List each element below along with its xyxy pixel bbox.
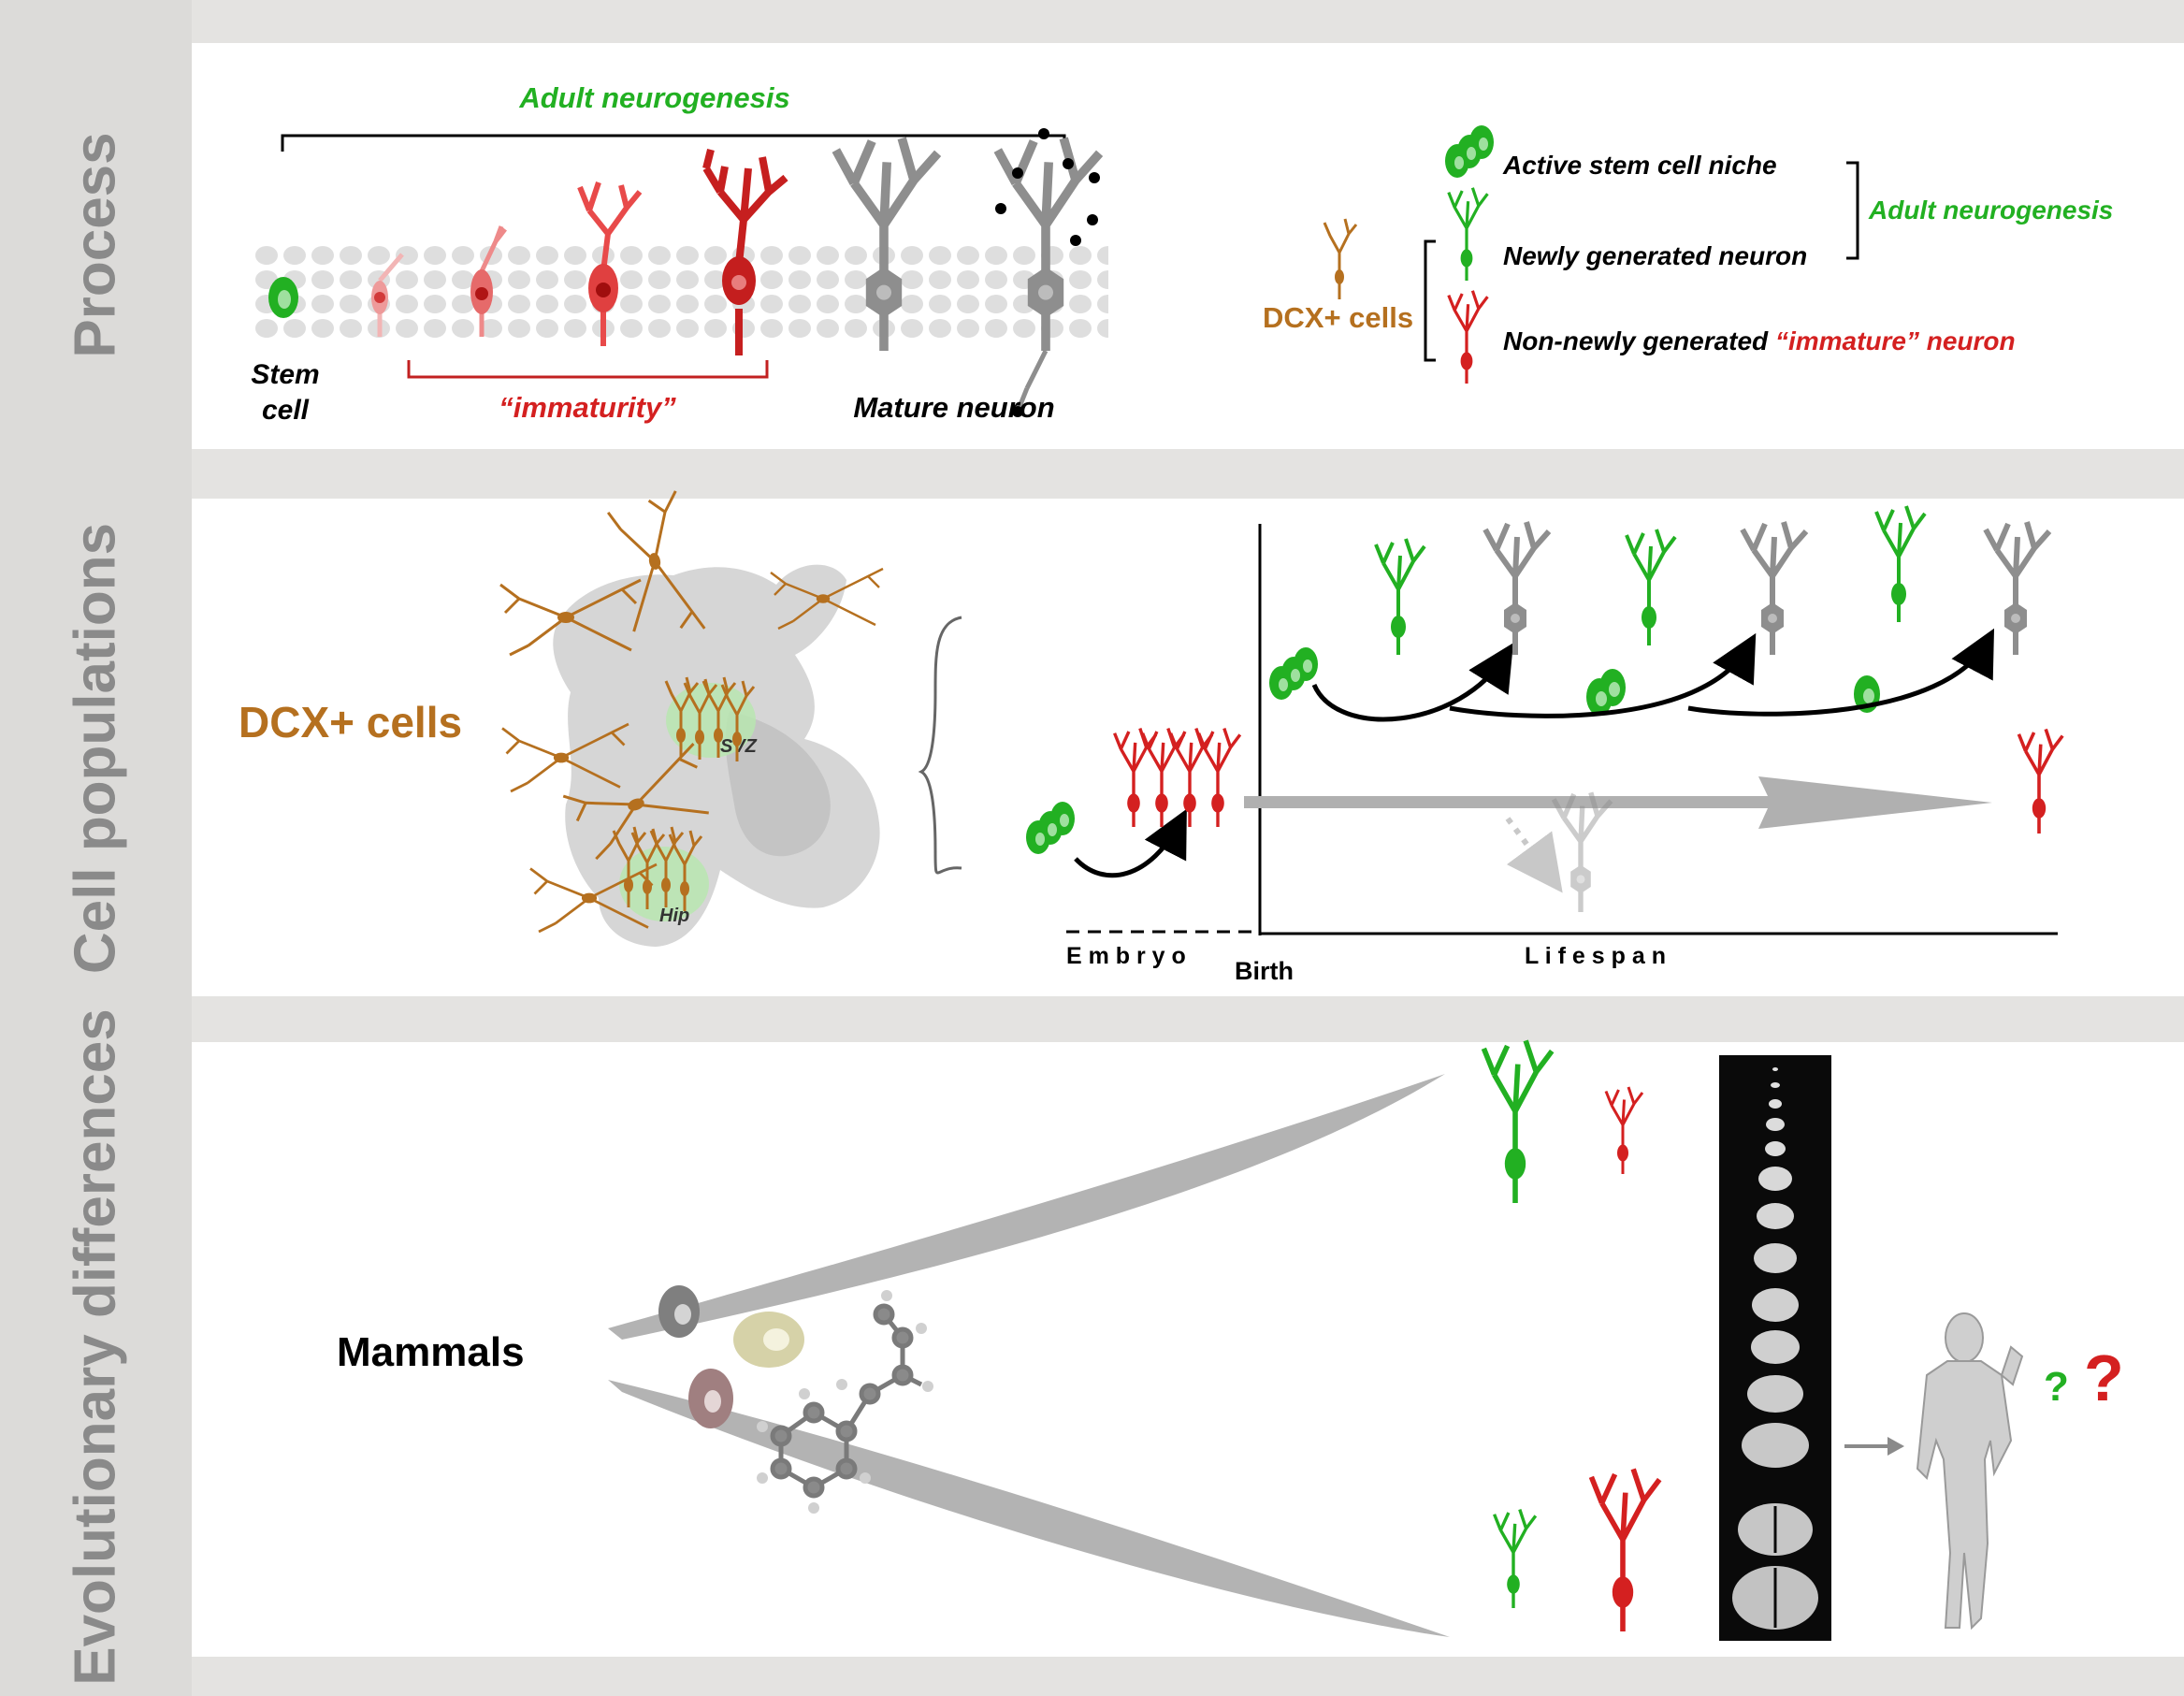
legend-green-neuron-icon	[1447, 186, 1490, 283]
legend-dcx-cells: DCX+ cells	[1263, 301, 1413, 334]
process-legend: Active stem cell niche Newly generated n…	[1263, 125, 2113, 385]
adult-neurogenesis-title: Adult neurogenesis	[518, 81, 789, 114]
late-immature-neuron	[2017, 727, 2064, 835]
mature-neuron-2	[1743, 522, 1806, 655]
legend-brown-neuron-icon	[1323, 217, 1358, 301]
hip-label: Hip	[659, 906, 689, 926]
arrow-to-human	[1844, 1437, 1904, 1456]
human-statue	[1916, 1312, 2024, 1631]
grouping-brace	[918, 616, 962, 875]
immature-neuron-stage-1	[371, 253, 404, 337]
immaturity-bracket	[407, 360, 769, 379]
legend-dcx-bracket	[1424, 239, 1436, 362]
process-diagram: Adult neurogenesis	[251, 81, 2113, 426]
adult-niche-1	[1269, 647, 1318, 700]
mammal-cell-mauve	[688, 1369, 733, 1428]
brain-series-strip	[1719, 1055, 1831, 1641]
upper-green-neuron	[1483, 1040, 1552, 1203]
stem-cell-label-2: cell	[262, 395, 310, 426]
neurogenesis-arrow-2	[1449, 632, 1757, 718]
embryo-generation-arrow	[1074, 808, 1187, 878]
lower-divergence-branch	[608, 1380, 1450, 1637]
mammal-cell-grey	[658, 1285, 700, 1338]
immaturity-label: “immaturity”	[499, 391, 676, 424]
mammal-cell-olive	[733, 1312, 804, 1368]
embryo-stem-niche	[1026, 802, 1075, 854]
new-neuron-1	[1374, 537, 1426, 657]
neurogenesis-arrow-1	[1311, 643, 1513, 722]
new-neuron-2	[1625, 528, 1677, 647]
legend-niche-icon	[1445, 125, 1494, 178]
neurogenesis-bracket	[281, 134, 1066, 152]
legend-neurogenesis-bracket	[1846, 161, 1859, 260]
legend-newly-generated: Newly generated neuron	[1503, 241, 1807, 270]
birth-label: Birth	[1235, 957, 1294, 985]
persistence-arrow	[1244, 776, 1992, 829]
svz-label: SVZ	[720, 736, 758, 757]
tissue-band	[253, 241, 1108, 341]
cell-populations-panel	[192, 499, 2184, 996]
evolutionary-diagram: Mammals	[337, 1040, 2124, 1641]
immature-neuron-stage-4	[702, 149, 788, 355]
adult-niche-2	[1586, 669, 1626, 716]
molecule-model	[757, 1290, 933, 1514]
cell-populations-diagram: DCX+ cells SVZ Hip	[239, 488, 2064, 985]
brain-section: SVZ Hip	[499, 488, 885, 947]
lower-red-neuron	[1591, 1469, 1659, 1631]
differentiation-dotted-arrow	[1505, 817, 1563, 893]
mammals-label: Mammals	[337, 1329, 525, 1375]
new-neuron-3	[1874, 504, 1927, 624]
lifespan-label: L i f e s p a n	[1525, 943, 1666, 969]
legend-adult-neurogenesis: Adult neurogenesis	[1868, 196, 2113, 225]
question-green: ?	[2044, 1364, 2069, 1410]
upper-divergence-branch	[608, 1074, 1445, 1340]
mature-neuron-1	[1485, 522, 1549, 655]
stem-cell	[268, 277, 298, 318]
neurogenesis-arrow-3	[1687, 628, 1995, 717]
legend-non-newly-highlight: “immature” neuron	[1775, 326, 2016, 355]
immature-neuron-stage-3	[577, 181, 643, 346]
dcx-cells-title: DCX+ cells	[239, 698, 462, 747]
mature-neuron-3	[1986, 522, 2049, 655]
immature-neuron-stage-2	[470, 225, 507, 337]
embryo-label: E m b r y o	[1066, 943, 1186, 969]
legend-non-newly-prefix: Non-newly generated	[1503, 326, 1775, 355]
upper-red-neuron	[1604, 1085, 1644, 1176]
mature-neuron-label: Mature neuron	[853, 391, 1054, 424]
mature-neuron-synapses	[995, 128, 1100, 417]
faded-neuron	[1554, 792, 1611, 912]
lower-green-neuron	[1492, 1507, 1538, 1610]
legend-active-niche: Active stem cell niche	[1502, 151, 1777, 180]
legend-non-newly: Non-newly generated “immature” neuron	[1503, 326, 2016, 355]
embryo-immature-neurons	[1112, 726, 1242, 829]
question-red: ?	[2084, 1341, 2124, 1414]
left-label-bar	[0, 0, 192, 1696]
stem-cell-label-1: Stem	[251, 359, 319, 390]
legend-red-neuron-icon	[1447, 289, 1490, 385]
